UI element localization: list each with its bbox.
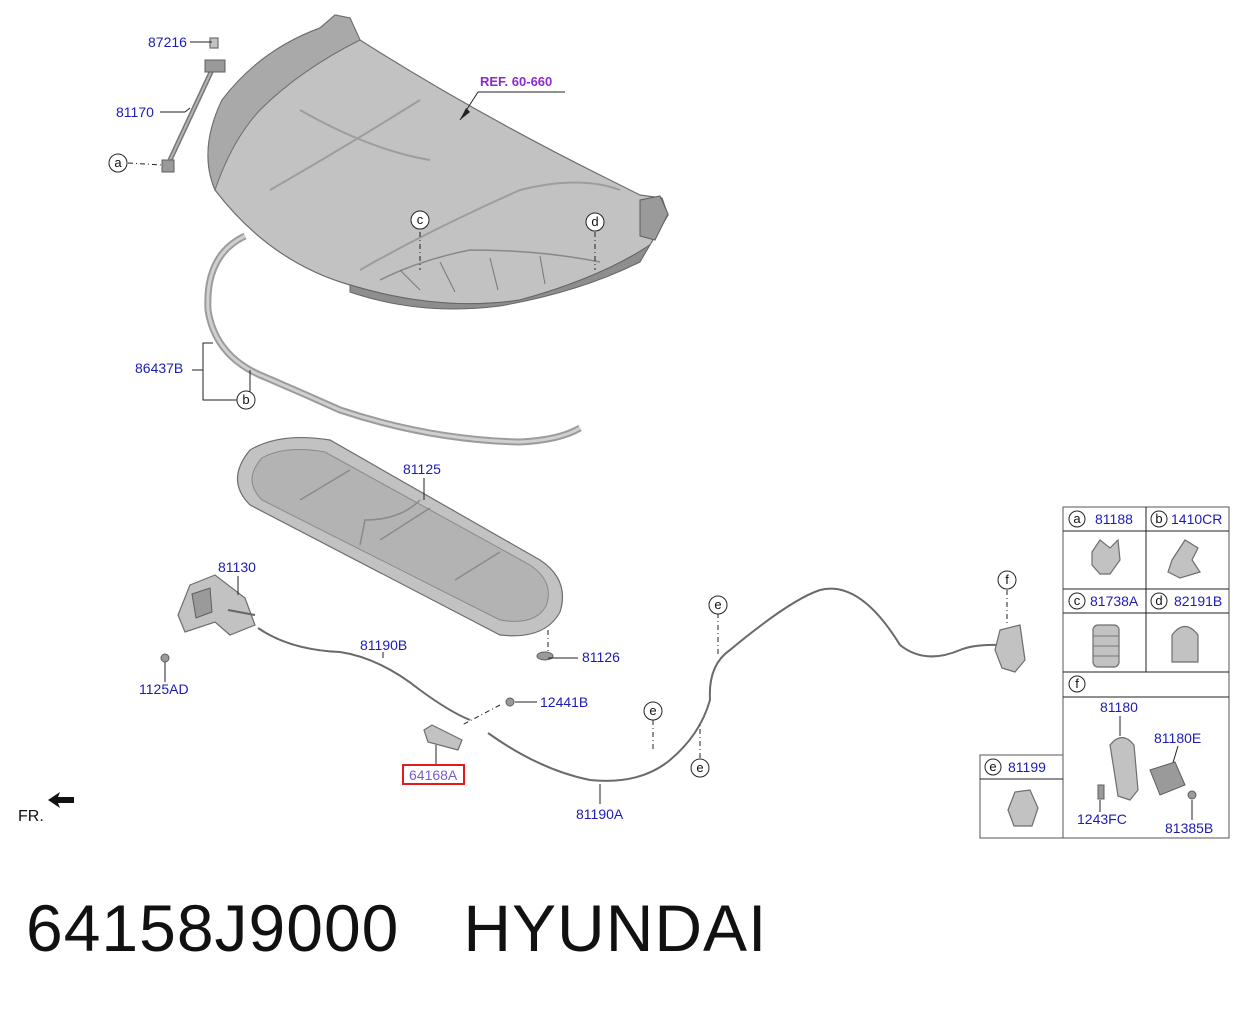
legend-e-part: 81199 [1008,759,1046,775]
legend-table: a 81188 b 1410CR c 81738A d 82191B f 811… [1062,506,1230,839]
label-81125: 81125 [403,461,441,477]
svg-text:b: b [242,392,249,407]
callout-e-top: e [708,595,728,615]
label-81130: 81130 [218,559,256,575]
callout-f: f [997,570,1017,590]
hood-panel [207,14,669,310]
legend-d-letter: d [1155,593,1162,608]
legend-d-part: 82191B [1174,593,1222,609]
footer-brand: HYUNDAI [463,891,768,965]
legend-c-part: 81738A [1090,593,1139,609]
legend-f-part-1243FC: 1243FC [1077,811,1127,827]
svg-text:e: e [696,760,703,775]
footer-part-number: 64158J9000 [26,891,400,965]
callout-b: b [236,390,256,410]
label-fr: FR. [18,808,44,825]
callout-e-mid: e [643,701,663,721]
gas-strut [161,37,226,173]
svg-text:a: a [114,155,122,170]
label-87216: 87216 [148,34,187,50]
svg-text:e: e [714,597,721,612]
footer-caption: 64158J9000 HYUNDAI [26,890,767,980]
label-64168A[interactable]: 64168A [409,767,458,783]
legend-f-part-81180E: 81180E [1154,730,1201,746]
svg-text:d: d [591,214,598,229]
label-81190B: 81190B [360,637,407,653]
legend-a-part: 81188 [1095,511,1133,527]
legend-c-letter: c [1074,593,1081,608]
legend-e: e 81199 [979,754,1064,839]
front-arrow-icon [48,792,74,808]
callout-e-bottom: e [690,758,710,778]
legend-f-part-81385B: 81385B [1165,820,1213,836]
label-12441B: 12441B [540,694,588,710]
hood-latch [160,574,256,663]
legend-b-part: 1410CR [1171,511,1222,527]
legend-e-letter: e [989,759,996,774]
label-1125AD: 1125AD [139,681,189,697]
svg-text:c: c [417,212,424,227]
insulator-pad [237,436,564,637]
label-ref-60-660[interactable]: REF. 60-660 [480,74,552,89]
callout-a: a [108,153,128,173]
legend-f-letter: f [1075,676,1079,691]
legend-f-part-81180: 81180 [1100,699,1138,715]
legend-b-letter: b [1155,511,1162,526]
callout-d: d [585,212,605,232]
label-81126: 81126 [582,649,620,665]
svg-text:f: f [1005,572,1009,587]
label-81190A: 81190A [576,806,624,822]
front-arrow-indicator: FR. [18,792,74,825]
label-81170: 81170 [116,104,154,120]
highlight-box-64168A [402,764,465,785]
callout-c: c [410,210,430,230]
label-86437B: 86437B [135,360,183,376]
parts-diagram: 87216 81170 REF. 60-660 86437B 81125 811… [18,14,1230,839]
svg-text:e: e [649,703,656,718]
legend-a-letter: a [1073,511,1081,526]
